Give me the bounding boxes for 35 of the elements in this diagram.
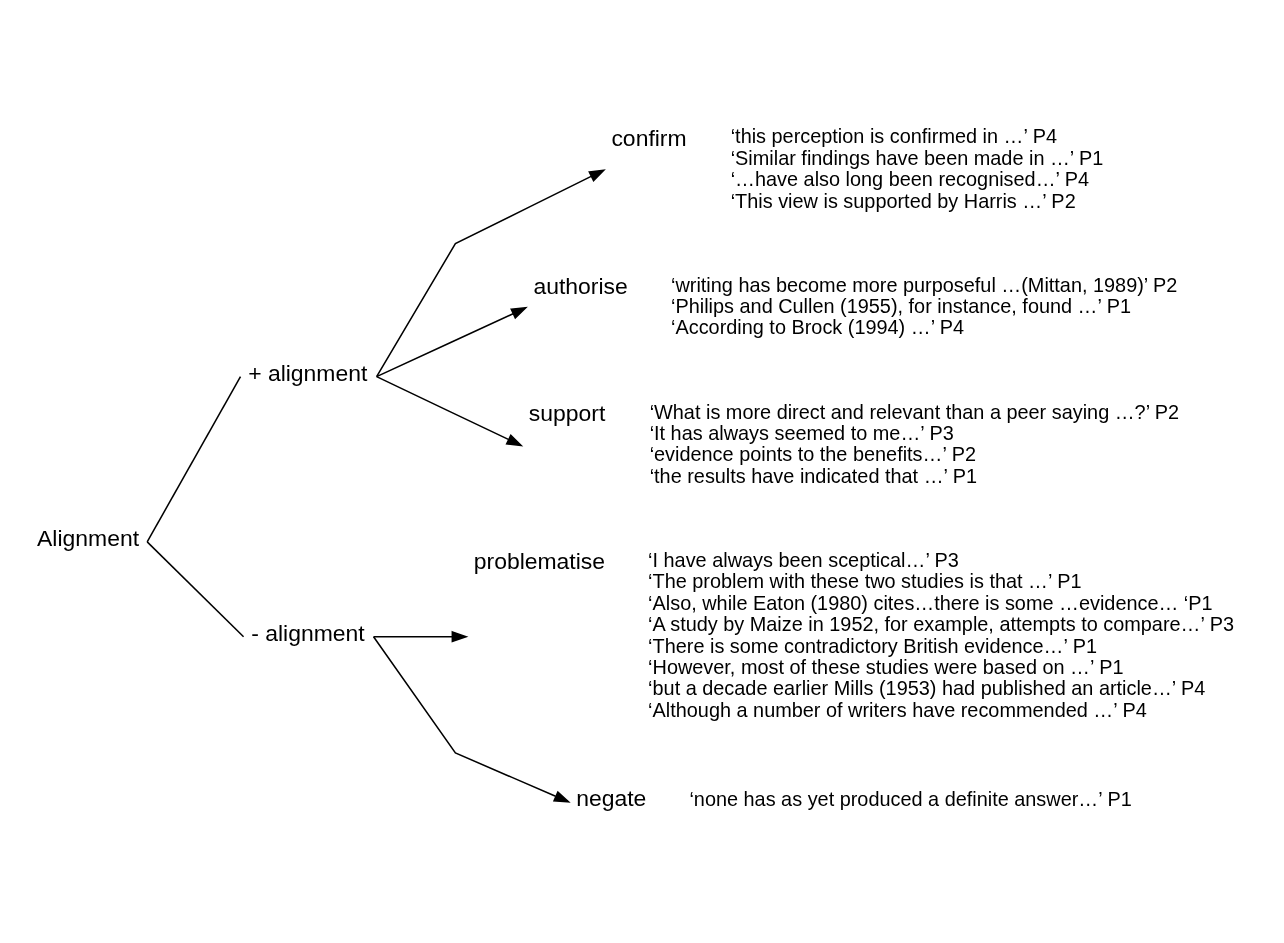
node-label: ‘There is some contradictory British evidence…’ P1 (648, 634, 1097, 657)
node-text: - alignment (251, 620, 365, 647)
node-text: authorise (533, 273, 628, 300)
node-label: ‘the results have indicated that …’ P1 (649, 464, 978, 487)
node-label: ‘It has always seemed to me…’ P3 (649, 421, 954, 444)
node-label: ‘What is more direct and relevant than a peer saying …?’ P2 (649, 400, 1180, 423)
node-label: ‘Philips and Cullen (1955), for instance, found …’ P1 (671, 295, 1132, 318)
node-label: ‘Also, while Eaton (1980) cites…there is some …evidence… ‘P1 (648, 591, 1213, 614)
node-label: ‘Although a number of writers have recommended …’ P4 (648, 698, 1147, 721)
node-label: ‘However, most of these studies were based on …’ P1 (648, 656, 1124, 679)
arrow (372, 630, 469, 643)
node-label: ‘Similar findings have been made in …’ P1 (730, 146, 1104, 169)
node-text: + alignment (248, 360, 368, 387)
node-label: ‘The problem with these two studies is that …’ P1 (648, 570, 1082, 593)
node-label: ‘According to Brock (1994) …’ P4 (671, 316, 965, 339)
node-label: ‘none has as yet produced a definite answer…’ P1 (689, 788, 1132, 811)
arrow (375, 375, 524, 447)
arrow (375, 169, 606, 378)
node-label: ‘this perception is confirmed in …’ P4 (730, 125, 1057, 148)
node-text: problematise (473, 548, 606, 575)
node-text: Alignment (37, 525, 140, 552)
node-text: confirm (611, 124, 687, 151)
node-label: ‘I have always been sceptical…’ P3 (648, 548, 959, 571)
arrow (375, 306, 528, 378)
connector (146, 375, 242, 543)
node-label: ‘writing has become more purposeful …(Mittan, 1989)’ P2 (671, 273, 1178, 296)
node-label: ‘…have also long been recognised…’ P4 (730, 168, 1090, 191)
arrow (372, 635, 571, 803)
node-label: ‘This view is supported by Harris …’ P2 (730, 189, 1076, 212)
connector (146, 541, 245, 638)
node-label: ‘A study by Maize in 1952, for example, attempts to compare…’ P3 (648, 613, 1234, 636)
node-label: ‘evidence points to the benefits…’ P2 (649, 443, 976, 466)
node-text: support (528, 400, 606, 427)
node-text: negate (576, 785, 647, 812)
node-label: ‘but a decade earlier Mills (1953) had published an article…’ P4 (648, 677, 1206, 700)
